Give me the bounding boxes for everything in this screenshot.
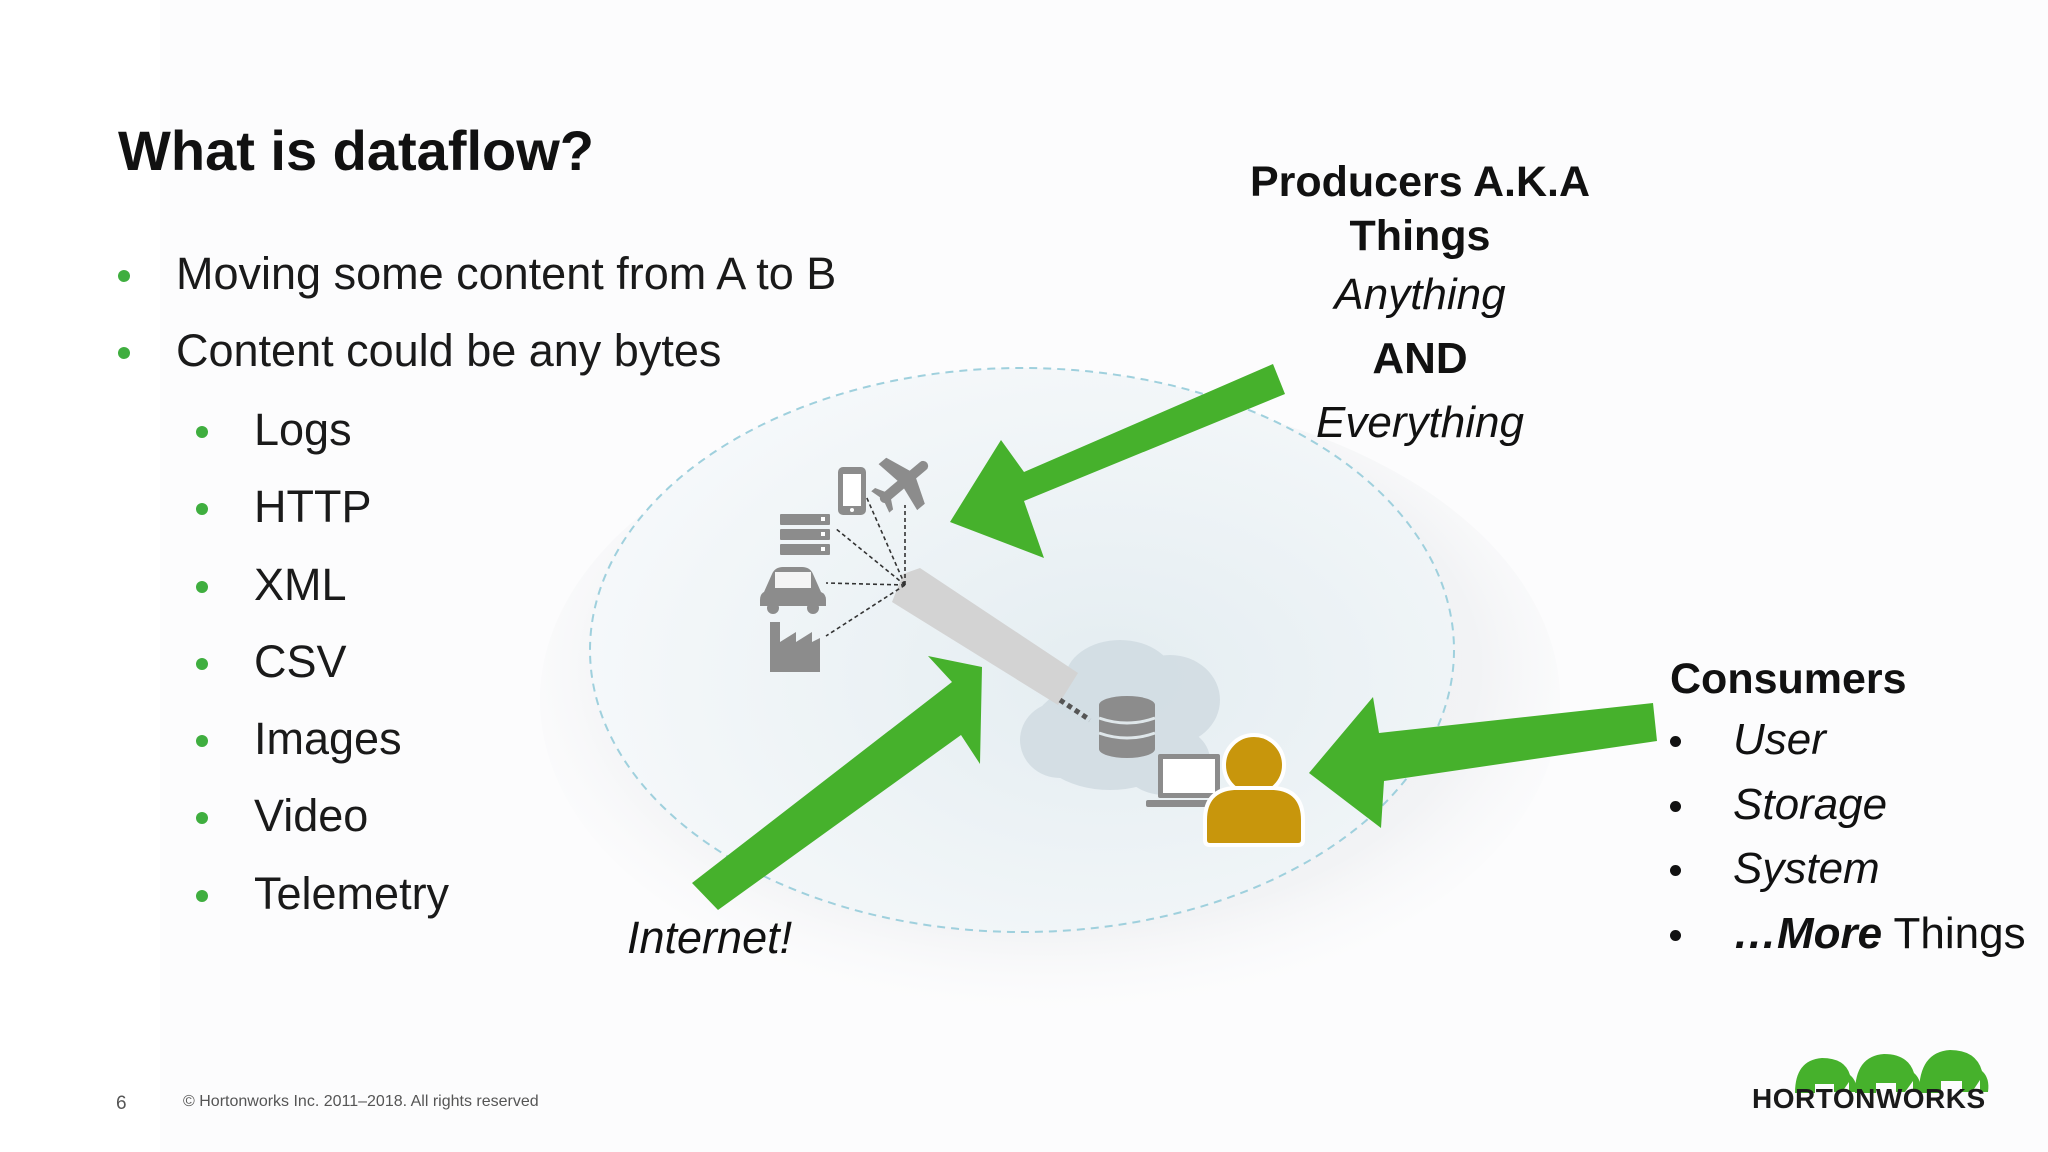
consumer-item: User <box>1670 708 2026 773</box>
main-bullet-list: Moving some content from A to B Content … <box>118 244 836 398</box>
connector-lines <box>825 495 906 637</box>
page-number: 6 <box>116 1093 127 1114</box>
factory-icon <box>770 622 820 672</box>
producers-block: Producers A.K.A Things Anything AND Ever… <box>1210 155 1630 455</box>
server-rack-icon <box>780 514 830 555</box>
database-icon <box>1098 696 1156 758</box>
airplane-icon <box>871 457 929 513</box>
consumer-item: System <box>1670 837 2026 902</box>
consumers-heading: Consumers <box>1670 655 1907 703</box>
content-type-item: Images <box>196 709 449 786</box>
copyright-notice: © Hortonworks Inc. 2011–2018. All rights… <box>183 1093 539 1110</box>
content-type-list: Logs HTTP XML CSV Images Video Telemetry <box>196 400 449 941</box>
slide-title: What is dataflow? <box>118 119 594 182</box>
bullet-item: Moving some content from A to B <box>118 244 836 321</box>
content-type-item: XML <box>196 555 449 632</box>
internet-arrow <box>692 656 982 910</box>
pipe-icon <box>892 568 1092 723</box>
producers-heading-line2: Things <box>1349 212 1491 260</box>
elephant-logo-icon <box>1795 1050 1989 1093</box>
producers-heading-line1: Producers A.K.A <box>1249 158 1591 206</box>
smartphone-icon <box>838 467 866 515</box>
bullet-item: Content could be any bytes <box>118 321 836 398</box>
producers-arrow <box>950 364 1285 558</box>
brand-wordmark: HORTONWORKS <box>1752 1083 1986 1114</box>
content-type-item: Video <box>196 786 449 863</box>
producers-anything: Anything <box>1334 270 1506 319</box>
things-label: Things <box>1882 908 2026 958</box>
laptop-icon <box>1146 754 1232 807</box>
consumers-list: User Storage System …More Things <box>1670 708 2026 966</box>
consumers-block: Consumers User Storage System …More Thin… <box>1670 650 2026 966</box>
producers-everything: Everything <box>1316 398 1524 447</box>
car-icon <box>760 567 826 614</box>
content-type-item: Logs <box>196 400 449 477</box>
user-icon <box>1203 733 1305 847</box>
internet-label: Internet! <box>627 912 793 963</box>
producers-and: AND <box>1372 334 1468 383</box>
content-type-item: HTTP <box>196 477 449 554</box>
content-type-item: CSV <box>196 632 449 709</box>
consumer-item: Storage <box>1670 773 2026 838</box>
consumers-arrow <box>1309 697 1657 828</box>
consumer-item-more: …More Things <box>1670 902 2026 967</box>
more-label: …More <box>1733 908 1883 958</box>
content-type-item: Telemetry <box>196 864 449 941</box>
